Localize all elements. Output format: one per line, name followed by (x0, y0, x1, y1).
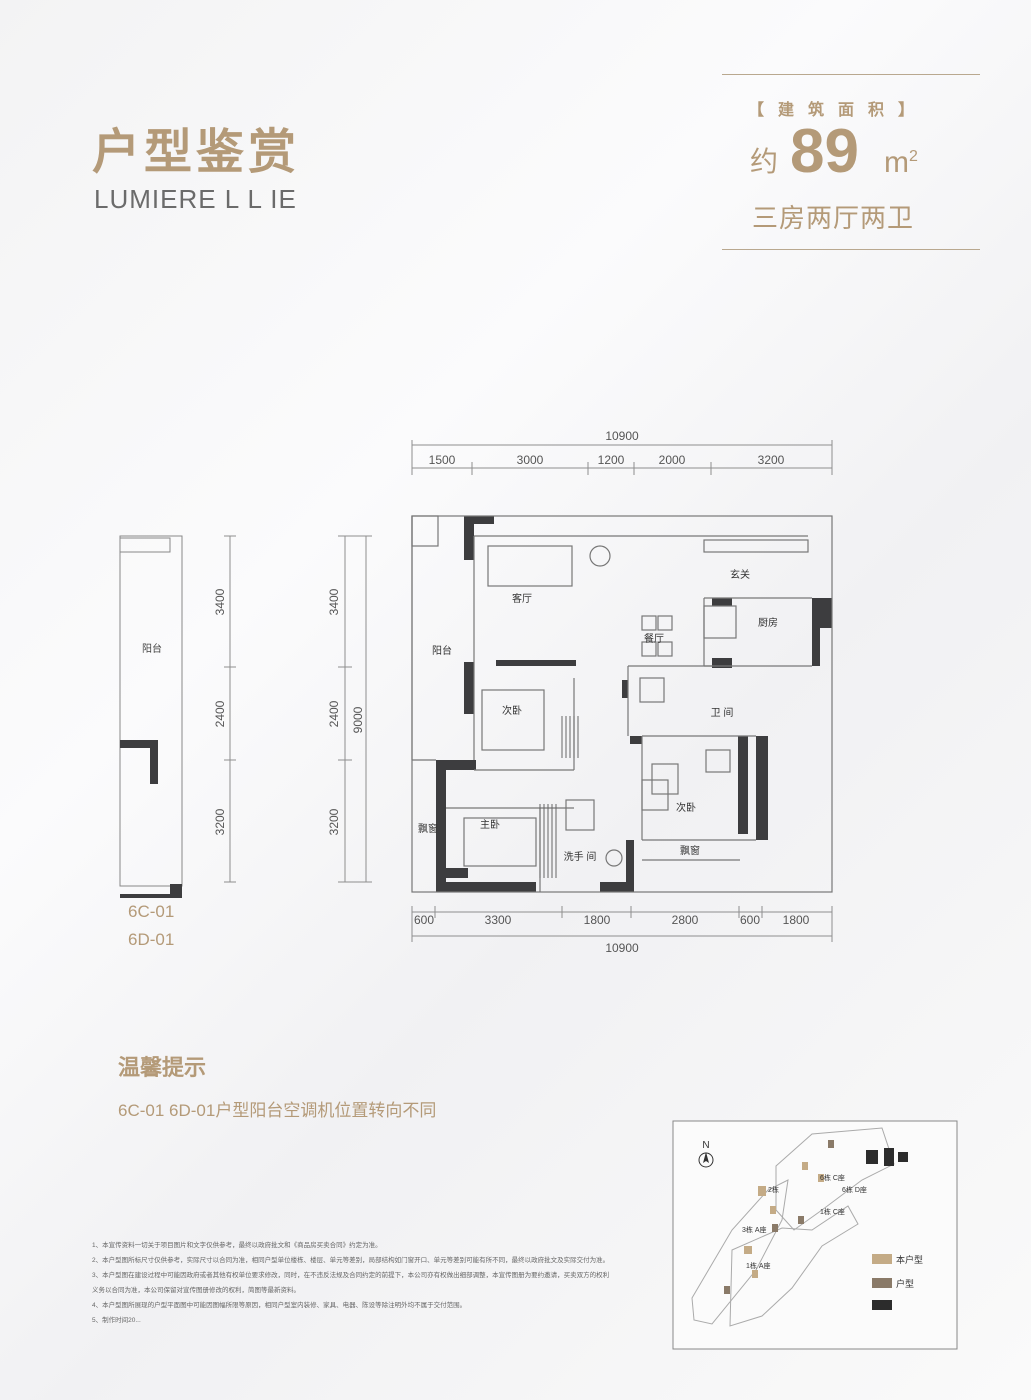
building-label: 1栋 C座 (820, 1207, 845, 1216)
side-plan: 阳台 (119, 535, 183, 898)
disclaimer: 1、本宣传资料一切关于项目图片和文字仅供参考，最终以政府批文和《商品房买卖合同》… (92, 1238, 652, 1328)
dim-bottom-6: 1800 (783, 913, 810, 927)
room-washroom-a: 卫 间 (711, 706, 734, 719)
area-unit: m2 (884, 146, 918, 180)
disclaimer-line: 义务以合同为准，本公司保留对宣传图册修改的权利，简图等最新资料。 (92, 1287, 300, 1294)
building-label: 6栋 D座 (842, 1185, 867, 1194)
north-label: N (702, 1140, 709, 1151)
dim-top-4: 2000 (659, 453, 686, 467)
legend-swatch-same-unit (872, 1278, 892, 1288)
dim-bottom-total: 10900 (605, 941, 639, 955)
legend-same-unit: 户型 (896, 1278, 914, 1289)
area-panel (722, 74, 980, 250)
dim-top-total: 10900 (605, 429, 639, 443)
inner-walls (411, 515, 833, 893)
legend-this-unit: 本户型 (896, 1254, 923, 1265)
dim-bottom-5: 600 (740, 913, 760, 927)
dim-left-1: 3400 (327, 588, 341, 615)
room-second-bed-b: 次卧 (676, 801, 696, 814)
room-second-bed-a: 次卧 (502, 704, 522, 717)
tips-text: 6C-01 6D-01户型阳台空调机位置转向不同 (118, 1101, 437, 1120)
dim-top-5: 3200 (758, 453, 785, 467)
page-subtitle: LUMIERE L L IE (94, 184, 297, 214)
this-unit-markers (744, 1162, 824, 1278)
legend-swatch-this-unit (872, 1254, 892, 1264)
area-approx: 约 (750, 146, 779, 177)
layout-description: 三房两厅两卫 (752, 203, 915, 233)
disclaimer-line: 4、本户型图所展现的户型平面图中可能因图幅所限等原因，相同户型室内装修、家具、电… (92, 1302, 467, 1309)
north-arrow-icon (703, 1152, 709, 1163)
shaft-hatch (539, 716, 579, 878)
divider (722, 74, 980, 75)
room-balcony: 阳台 (432, 644, 452, 657)
building-label: 1栋 A座 (746, 1261, 771, 1270)
variant-label-6d: 6D-01 (128, 930, 175, 949)
dim-top-1: 1500 (429, 453, 456, 467)
area-label: 【建筑面积】 (748, 102, 929, 119)
site-key-map: N 6栋 C座 6栋 D座 2栋 3栋 A座 1栋 C座 1栋 A座 本户型 户… (672, 1120, 958, 1350)
dim-top-3: 1200 (598, 453, 625, 467)
dim-bottom-1: 600 (414, 913, 434, 927)
dim-side-2: 2400 (213, 700, 227, 727)
variant-label-6c: 6C-01 (128, 902, 175, 921)
disclaimer-line: 1、本宣传资料一切关于项目图片和文字仅供参考，最终以政府批文和《商品房买卖合同》… (92, 1242, 382, 1249)
dim-bottom-3: 1800 (584, 913, 611, 927)
area-value: 89 (790, 117, 859, 186)
site-outline (729, 1205, 859, 1327)
room-washroom-b: 洗手 间 (564, 850, 597, 863)
room-bay-window-a: 飘窗 (418, 822, 438, 835)
disclaimer-line: 2、本户型图所标尺寸仅供参考，实际尺寸以合同为准，相同户型单位楼栋、楼层、单元等… (92, 1257, 610, 1264)
site-outline (775, 1127, 895, 1231)
floor-plan: 10900 1500 3000 1200 2000 3200 600 3300 … (119, 429, 833, 955)
disclaimer-line: 3、本户型图在建设过程中可能因政府或者其他有权单位要求修改，同时，在不违反法规及… (92, 1272, 610, 1279)
other-buildings (866, 1148, 908, 1166)
dim-left-total: 9000 (351, 706, 365, 733)
same-unit-markers (724, 1140, 834, 1294)
walls (436, 516, 832, 892)
room-living: 客厅 (512, 592, 532, 605)
building-label: 3栋 A座 (742, 1225, 767, 1234)
room-bay-window-b: 飘窗 (680, 844, 700, 857)
building-label: 6栋 C座 (820, 1173, 845, 1182)
legend-swatch-other (872, 1300, 892, 1310)
disclaimer-line: 5、制作时间20... (92, 1317, 141, 1324)
dim-side-1: 3400 (213, 588, 227, 615)
page-title: 户型鉴赏 (92, 126, 301, 179)
dim-left-3: 3200 (327, 808, 341, 835)
dim-bottom-2: 3300 (485, 913, 512, 927)
dim-left-2: 2400 (327, 700, 341, 727)
dim-top-2: 3000 (517, 453, 544, 467)
tips-title: 温馨提示 (118, 1055, 207, 1080)
room-kitchen: 厨房 (758, 616, 778, 629)
area-unit-text: m (884, 146, 909, 179)
key-map-frame (672, 1120, 958, 1350)
dim-bottom-4: 2800 (672, 913, 699, 927)
area-unit-sup: 2 (909, 148, 918, 165)
room-dining: 餐厅 (644, 632, 664, 645)
divider (722, 249, 980, 250)
room-master: 主卧 (480, 818, 500, 831)
site-outline (691, 1179, 789, 1325)
side-room-balcony: 阳台 (142, 642, 162, 655)
building-label: 2栋 (768, 1185, 779, 1194)
dim-side-3: 3200 (213, 808, 227, 835)
room-entry: 玄关 (730, 568, 750, 581)
